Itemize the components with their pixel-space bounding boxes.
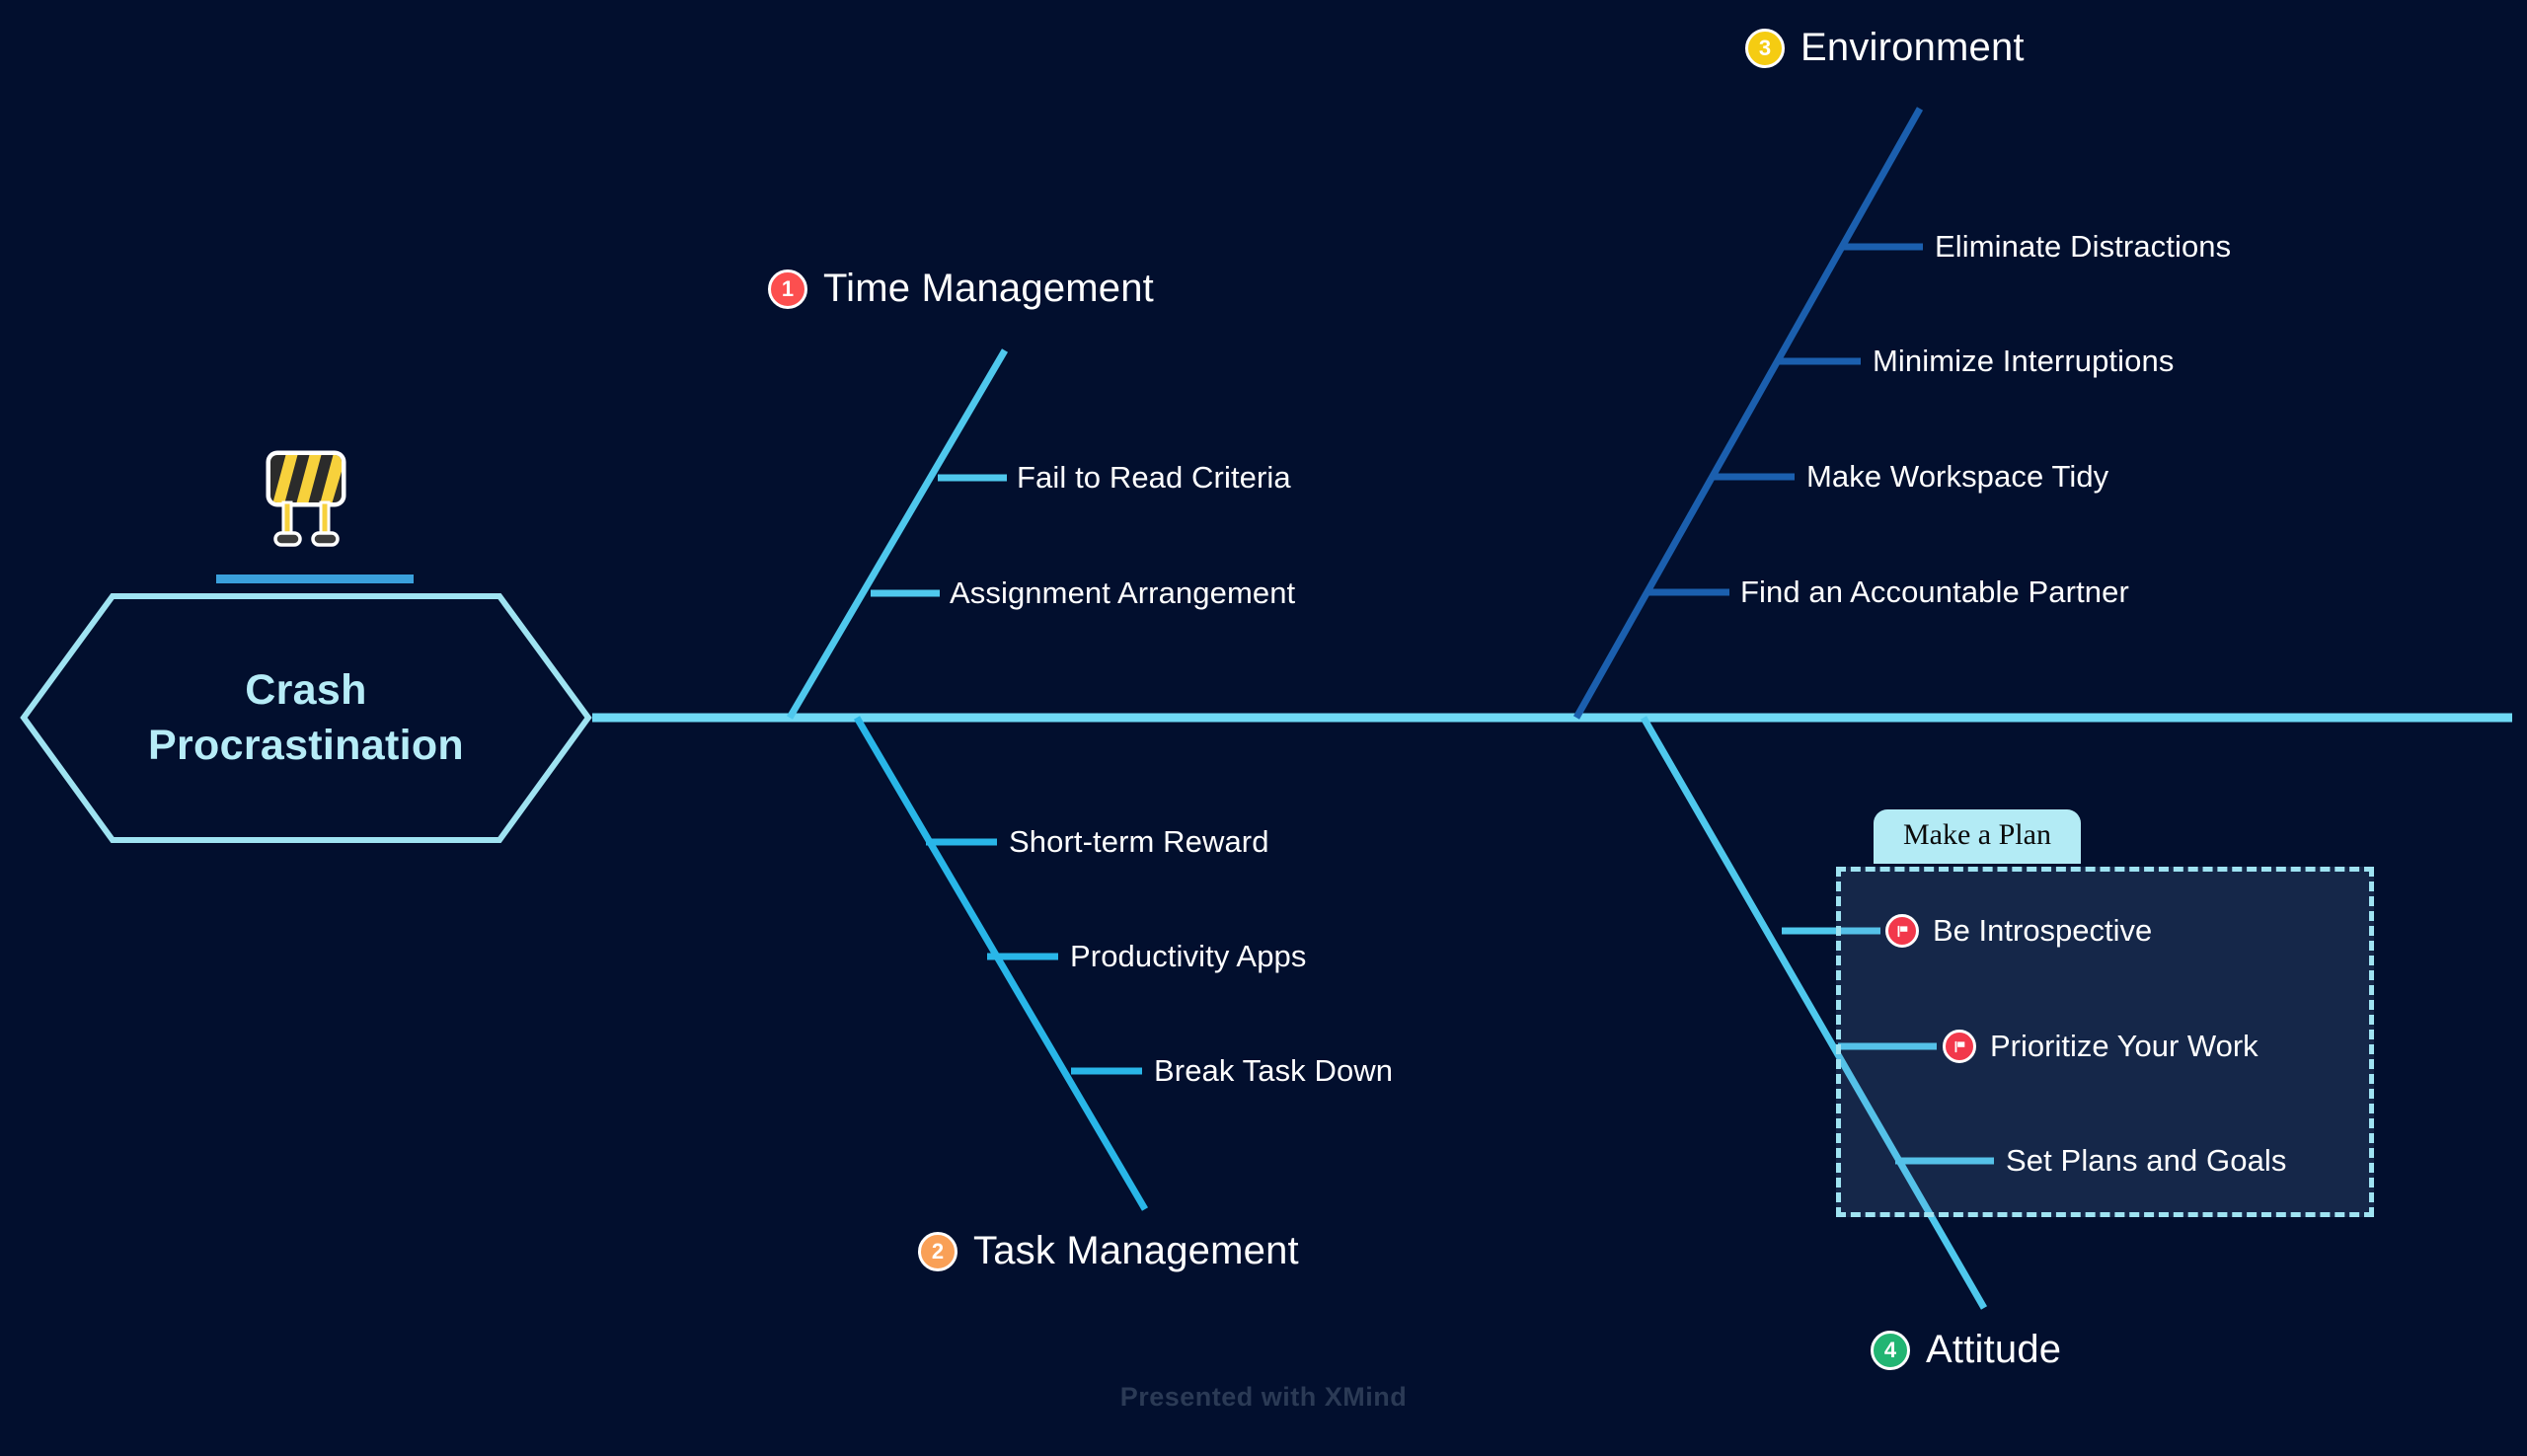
boundary-label-make-a-plan[interactable]: Make a Plan	[1874, 809, 2081, 864]
branch-badge-3: 3	[1745, 28, 1785, 68]
head-hexagon-shape	[20, 593, 592, 843]
branch-title-environment[interactable]: 3 Environment	[1745, 26, 2025, 70]
fishbone-head[interactable]: Crash Procrastination	[20, 592, 592, 844]
flag-icon	[1943, 1030, 1976, 1063]
head-accent-bar	[216, 575, 414, 583]
leaf-productivity-apps[interactable]: Productivity Apps	[1070, 939, 1307, 973]
branch-badge-2: 2	[918, 1231, 957, 1271]
construction-barrier-icon	[261, 449, 351, 548]
branch-title-task-management[interactable]: 2 Task Management	[918, 1229, 1299, 1273]
leaf-be-introspective[interactable]: Be Introspective	[1885, 913, 2152, 949]
branch-title-time-management[interactable]: 1 Time Management	[768, 267, 1154, 311]
branch-line-time-management	[786, 348, 1009, 720]
flag-icon	[1885, 914, 1919, 948]
leaf-find-accountable-partner[interactable]: Find an Accountable Partner	[1740, 575, 2129, 609]
leaf-set-plans-and-goals[interactable]: Set Plans and Goals	[2006, 1143, 2287, 1178]
branch-badge-1: 1	[768, 268, 807, 309]
leaf-fail-to-read-criteria[interactable]: Fail to Read Criteria	[1017, 460, 1291, 495]
leaf-label-prioritize-your-work: Prioritize Your Work	[1990, 1029, 2259, 1063]
branch-line-attitude	[1640, 716, 1988, 1310]
branch-badge-4: 4	[1871, 1330, 1910, 1370]
branch-line-task-management	[853, 716, 1149, 1211]
head-title-line-2: Procrastination	[148, 721, 464, 769]
leaf-prioritize-your-work[interactable]: Prioritize Your Work	[1943, 1029, 2259, 1064]
leaf-label-be-introspective: Be Introspective	[1933, 913, 2153, 948]
boundary-make-a-plan[interactable]	[1836, 867, 2374, 1217]
leaf-eliminate-distractions[interactable]: Eliminate Distractions	[1935, 229, 2232, 264]
leaf-break-task-down[interactable]: Break Task Down	[1154, 1053, 1394, 1088]
leaf-assignment-arrangement[interactable]: Assignment Arrangement	[950, 575, 1296, 610]
head-title-line-1: Crash	[245, 666, 367, 715]
xmind-watermark: Presented with XMind	[1119, 1382, 1408, 1412]
branch-title-attitude[interactable]: 4 Attitude	[1871, 1328, 2061, 1372]
head-title: Crash Procrastination	[20, 592, 592, 844]
branch-line-environment	[1572, 107, 1924, 720]
branch-label-time-management: Time Management	[823, 267, 1154, 310]
branch-label-attitude: Attitude	[1926, 1328, 2062, 1371]
branch-label-task-management: Task Management	[973, 1229, 1299, 1272]
leaf-short-term-reward[interactable]: Short-term Reward	[1009, 824, 1269, 859]
branch-label-environment: Environment	[1800, 26, 2025, 69]
leaf-minimize-interruptions[interactable]: Minimize Interruptions	[1873, 344, 2175, 378]
leaf-make-workspace-tidy[interactable]: Make Workspace Tidy	[1806, 459, 2109, 494]
